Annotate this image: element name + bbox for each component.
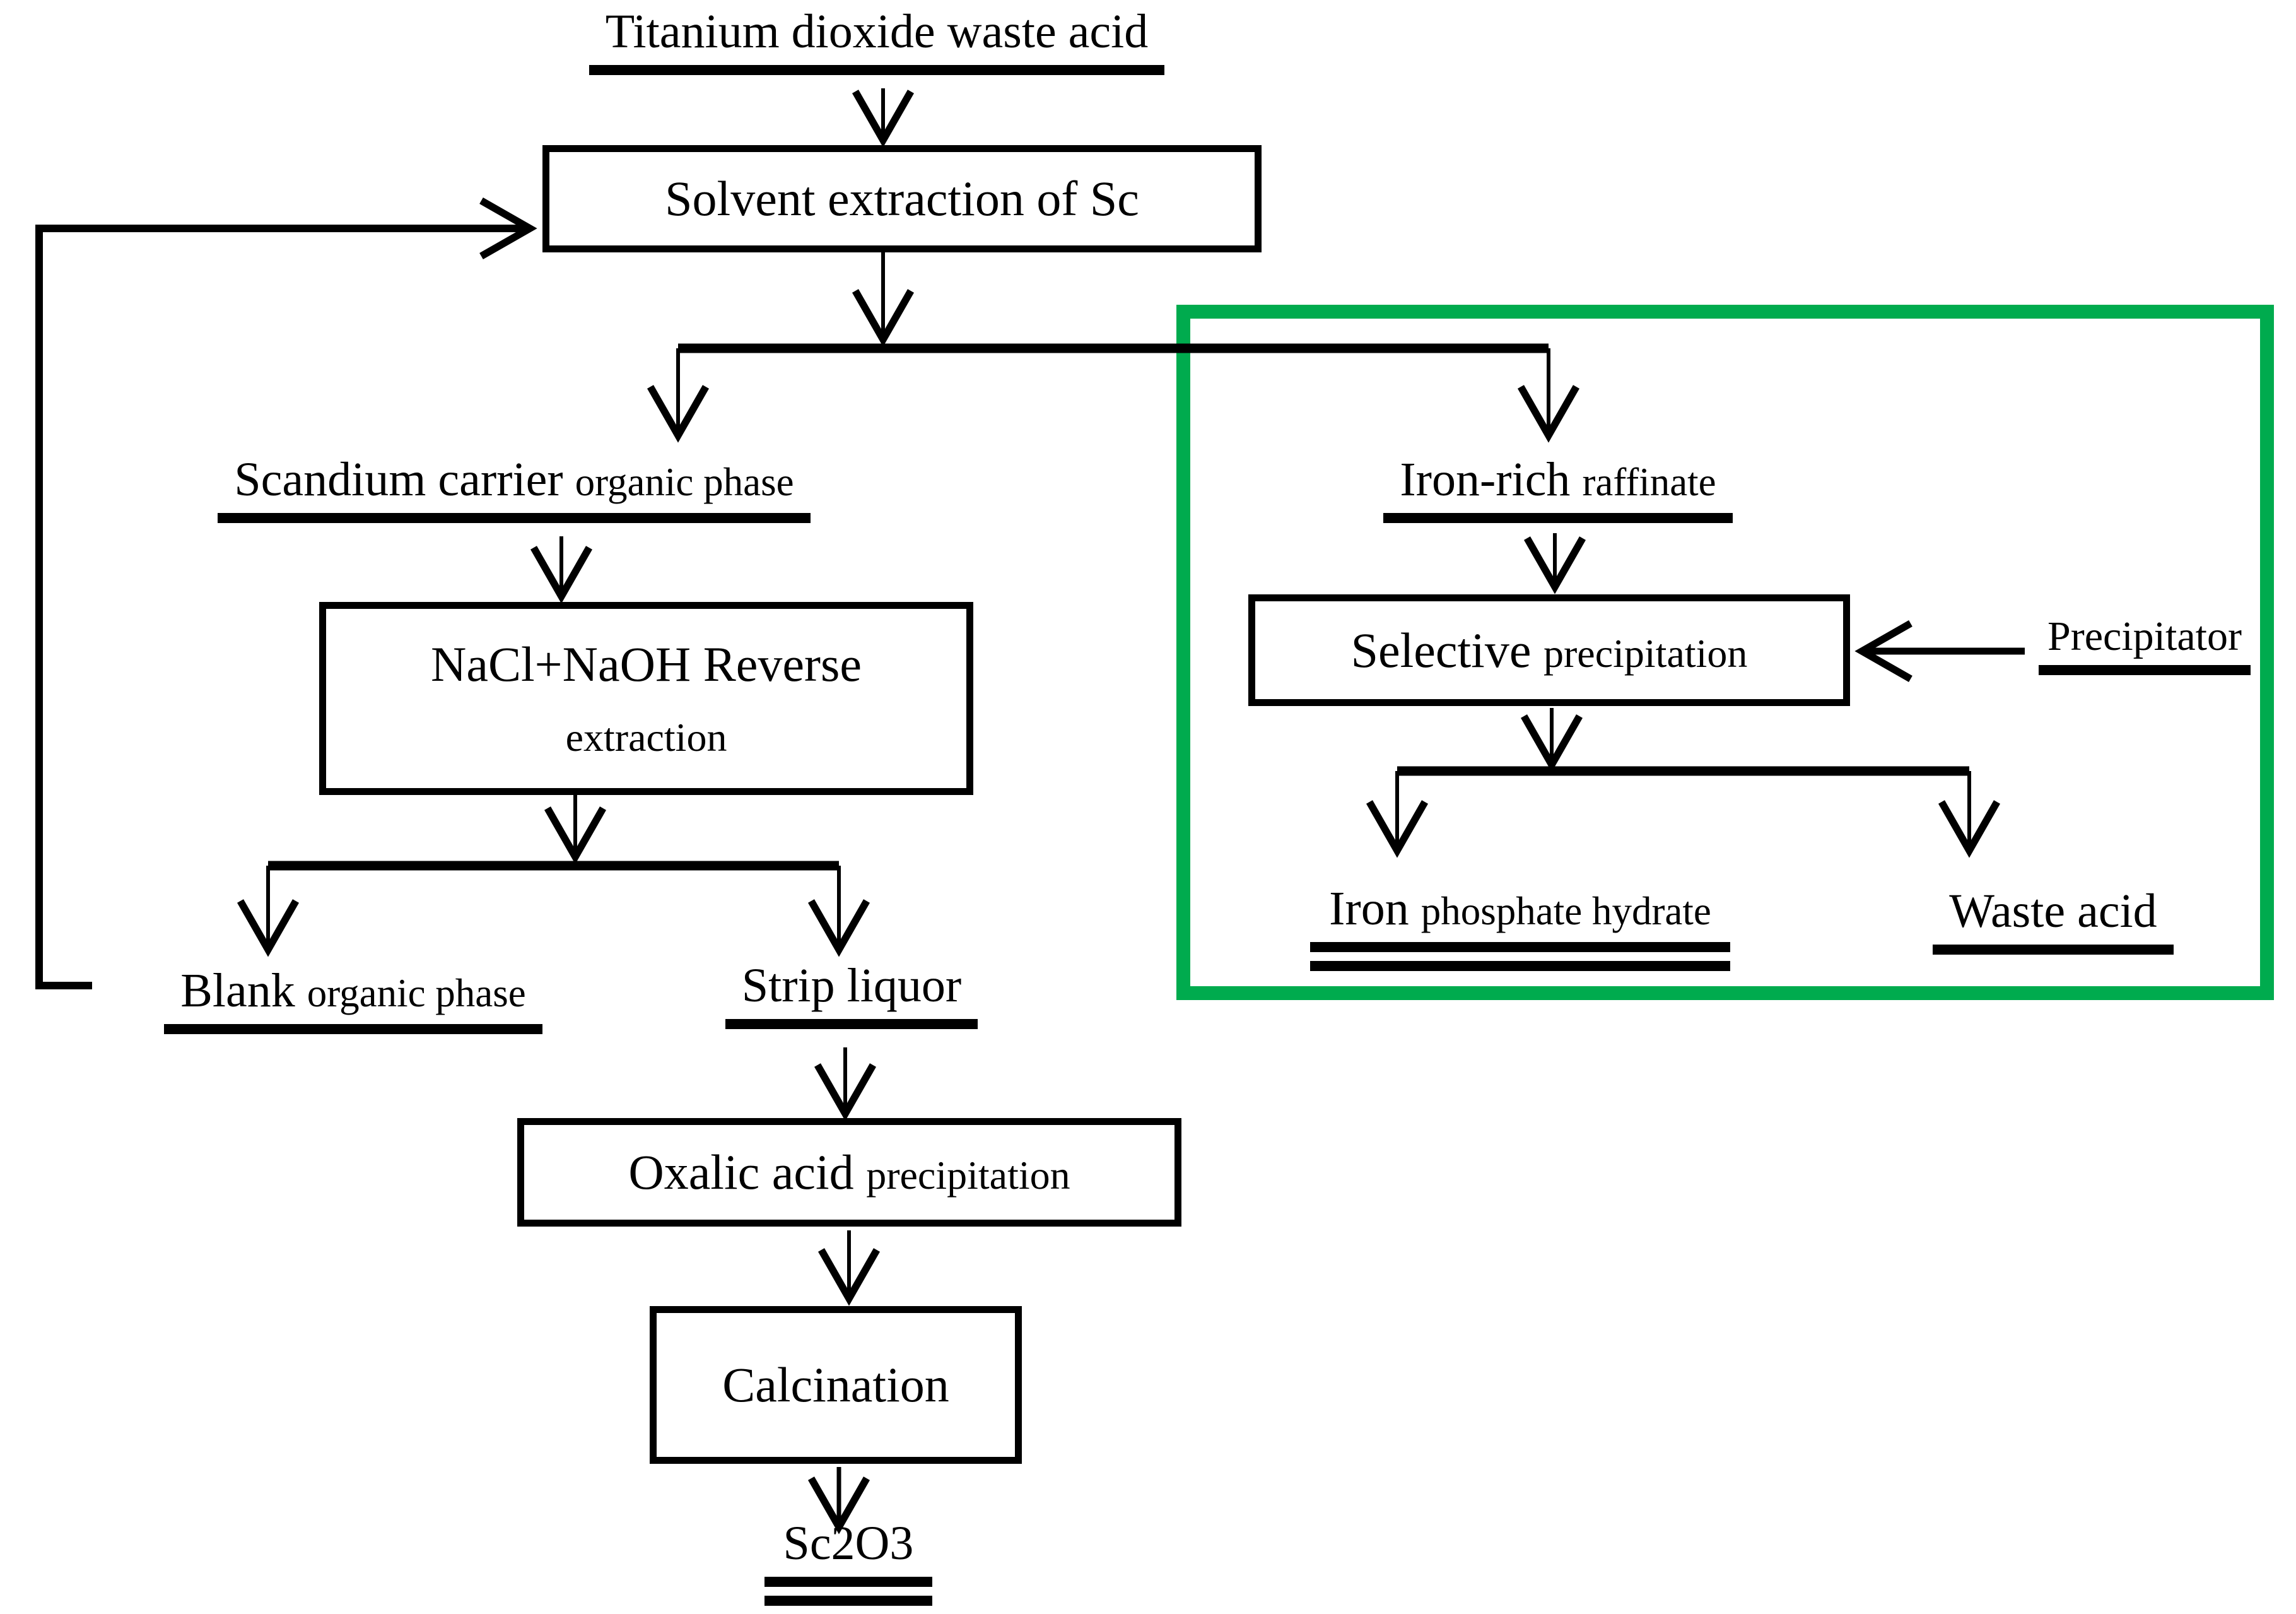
- node-label-small: raffinate: [1582, 460, 1716, 504]
- node-label-line1: NaCl+NaOH Reverse: [431, 637, 862, 692]
- node-label: Waste acid: [1949, 885, 2157, 938]
- node-label-small: precipitation: [866, 1153, 1070, 1198]
- node-label-main: Selective: [1350, 622, 1543, 678]
- node-label-small: organic phase: [307, 971, 526, 1015]
- label-scandium-carrier-organic-phase: Scandium carrier organic phase: [120, 453, 908, 524]
- node-label: Calcination: [722, 1357, 949, 1412]
- node-label-small: precipitation: [1543, 630, 1748, 676]
- node-label: Solvent extraction of Sc: [665, 171, 1139, 226]
- node-label-small: phosphate hydrate: [1420, 889, 1711, 933]
- label-blank-organic-phase: Blank organic phase: [69, 964, 637, 1035]
- box-oxalic-acid-precipitation: Oxalic acid precipitation: [517, 1118, 1181, 1227]
- box-solvent-extraction-of-sc: Solvent extraction of Sc: [542, 145, 1262, 252]
- label-iron-phosphate-hydrate: Iron phosphate hydrate: [1224, 882, 1817, 972]
- box-calcination: Calcination: [650, 1306, 1022, 1464]
- box-selective-precipitation: Selective precipitation: [1248, 594, 1850, 706]
- label-sc2o3-product: Sc2O3: [719, 1517, 978, 1606]
- node-label: Titanium dioxide waste acid: [605, 5, 1149, 58]
- node-label: Sc2O3: [783, 1517, 914, 1570]
- label-waste-acid: Waste acid: [1899, 885, 2208, 955]
- node-label-main: Scandium carrier: [234, 453, 575, 506]
- node-label: Strip liquor: [741, 959, 962, 1012]
- label-precipitator: Precipitator: [2000, 613, 2290, 675]
- node-label-main: Iron: [1329, 882, 1421, 935]
- node-titanium-dioxide-waste-acid: Titanium dioxide waste acid: [536, 5, 1217, 76]
- recycle-loop-blank-to-solvent: [35, 197, 537, 989]
- box-nacl-naoh-reverse-extraction: NaCl+NaOH Reverse extraction: [319, 602, 973, 795]
- label-iron-rich-raffinate: Iron-rich raffinate: [1299, 453, 1817, 524]
- node-label-main: Oxalic acid: [628, 1145, 867, 1199]
- green-highlight-box: [1176, 305, 2274, 1000]
- node-label-main: Iron-rich: [1400, 453, 1583, 506]
- node-label: Precipitator: [2047, 613, 2242, 659]
- node-label-line2: extraction: [565, 715, 727, 760]
- label-strip-liquor: Strip liquor: [681, 959, 1022, 1030]
- node-label-small: organic phase: [575, 460, 794, 504]
- node-label-main: Blank: [180, 964, 307, 1017]
